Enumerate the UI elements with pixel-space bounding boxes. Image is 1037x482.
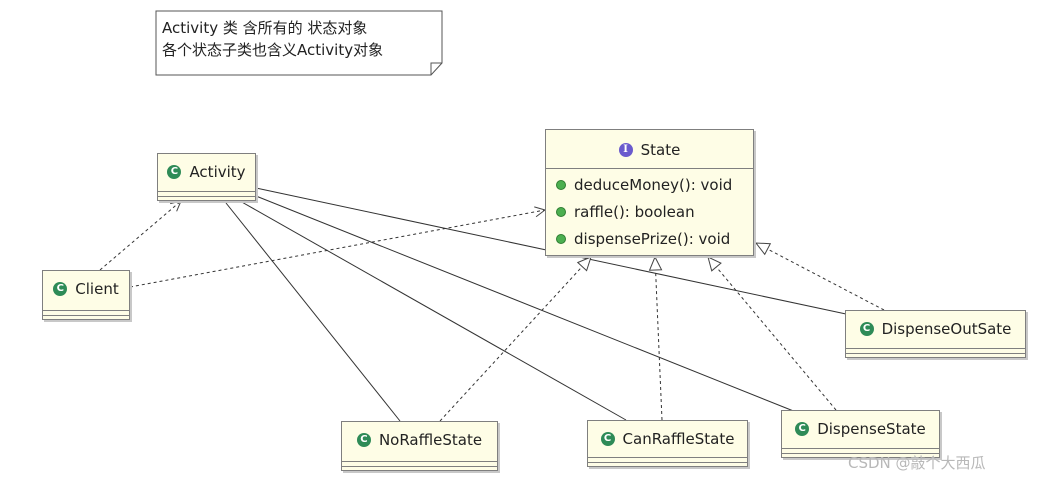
class-icon: C: [53, 282, 68, 296]
realize-canrafflestate: [648, 255, 663, 421]
class-activity[interactable]: C Activity: [157, 153, 256, 201]
interface-state[interactable]: I State deduceMoney(): void raffle(): bo…: [545, 129, 754, 256]
operation-label: dispensePrize(): void: [574, 229, 731, 248]
assoc-activity-canrafflestate: [239, 200, 627, 421]
class-canrafflestate[interactable]: C CanRaffleState: [587, 420, 748, 467]
class-name-client: Client: [75, 280, 119, 298]
note-line-1: Activity 类 含所有的 状态对象: [162, 19, 368, 37]
class-dispensestate[interactable]: C DispenseState: [781, 410, 940, 458]
class-name-norafflestate: NoRaffleState: [378, 431, 483, 449]
dep-client-state: [129, 210, 545, 288]
note-text: Activity 类 含所有的 状态对象 各个状态子类也含义Activity对象: [162, 17, 383, 61]
operation-label: raffle(): boolean: [574, 202, 695, 221]
class-name-dispensestate: DispenseState: [817, 420, 926, 438]
class-name-canrafflestate: CanRaffleState: [622, 430, 735, 448]
class-icon: C: [600, 432, 615, 446]
class-name-dispenseoutsate: DispenseOutSate: [881, 320, 1012, 338]
realize-dispenseoutsate: [754, 242, 885, 311]
class-client[interactable]: C Client: [42, 270, 130, 320]
dep-client-activity: [99, 201, 181, 271]
public-method-icon: [556, 233, 566, 244]
operation-label: deduceMoney(): void: [574, 175, 733, 194]
note-shape: [155, 10, 443, 76]
assoc-activity-norafflestate: [225, 202, 401, 422]
interface-icon: I: [618, 143, 633, 157]
class-norafflestate[interactable]: C NoRaffleState: [341, 421, 498, 471]
operation-list: deduceMoney(): void raffle(): boolean di…: [546, 169, 753, 252]
public-method-icon: [556, 206, 566, 217]
realize-dispensestate: [707, 256, 837, 411]
operation-dispenseprize[interactable]: dispensePrize(): void: [556, 225, 753, 252]
note[interactable]: Activity 类 含所有的 状态对象 各个状态子类也含义Activity对象: [156, 11, 442, 75]
watermark: CSDN @敲个大西瓜: [848, 454, 986, 472]
note-line-2: 各个状态子类也含义Activity对象: [162, 41, 384, 59]
class-icon: C: [167, 165, 182, 179]
class-name-activity: Activity: [189, 163, 246, 181]
operation-deducemoney[interactable]: deduceMoney(): void: [556, 171, 753, 198]
interface-name-state: State: [640, 141, 681, 159]
public-method-icon: [556, 179, 566, 190]
class-icon: C: [356, 433, 371, 447]
class-icon: C: [859, 322, 874, 336]
operation-raffle[interactable]: raffle(): boolean: [556, 198, 753, 225]
assoc-activity-dispensestate: [255, 195, 797, 413]
class-icon: C: [795, 422, 810, 436]
class-dispenseoutsate[interactable]: C DispenseOutSate: [845, 310, 1026, 358]
realize-norafflestate: [439, 256, 592, 422]
